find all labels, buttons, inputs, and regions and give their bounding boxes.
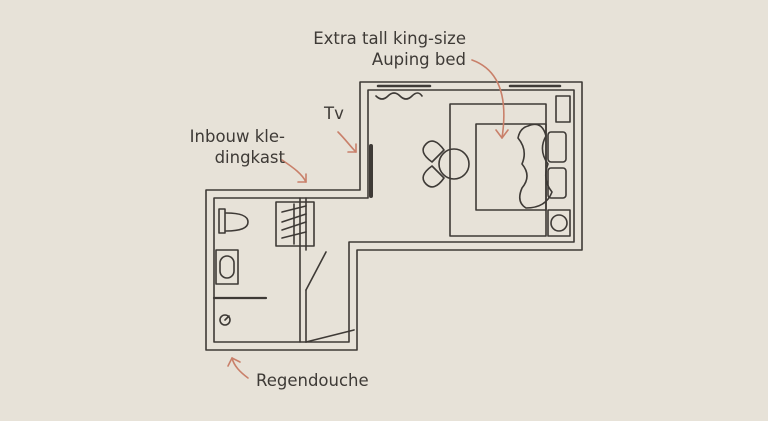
label-tv: Tv bbox=[324, 104, 344, 123]
partition-walls bbox=[299, 197, 307, 343]
arrow-tv bbox=[337, 131, 357, 153]
arrow-shower bbox=[227, 357, 249, 379]
doors bbox=[212, 251, 355, 343]
label-bed-line1: Extra tall king-size bbox=[313, 29, 466, 48]
label-wardrobe-line2: dingkast bbox=[214, 148, 285, 167]
wardrobe bbox=[275, 201, 315, 247]
label-bed-line2: Auping bed bbox=[371, 50, 466, 69]
label-shower: Regendouche bbox=[256, 371, 369, 390]
sink-icon bbox=[215, 249, 239, 285]
outer-walls bbox=[205, 81, 583, 351]
arrow-wardrobe bbox=[281, 159, 307, 183]
nightstand-icons bbox=[547, 95, 571, 237]
toilet-icon bbox=[218, 208, 249, 234]
arrow-bed bbox=[471, 59, 509, 139]
label-wardrobe-line1: Inbouw kle- bbox=[189, 127, 285, 146]
label-wardrobe: Inbouw kle- dingkast bbox=[170, 126, 285, 168]
curtain bbox=[375, 92, 423, 100]
shower-drain-icon bbox=[219, 314, 231, 326]
label-bed: Extra tall king-size Auping bed bbox=[290, 28, 466, 70]
bed-icon bbox=[449, 103, 567, 237]
table-and-chairs-icon bbox=[422, 140, 470, 188]
